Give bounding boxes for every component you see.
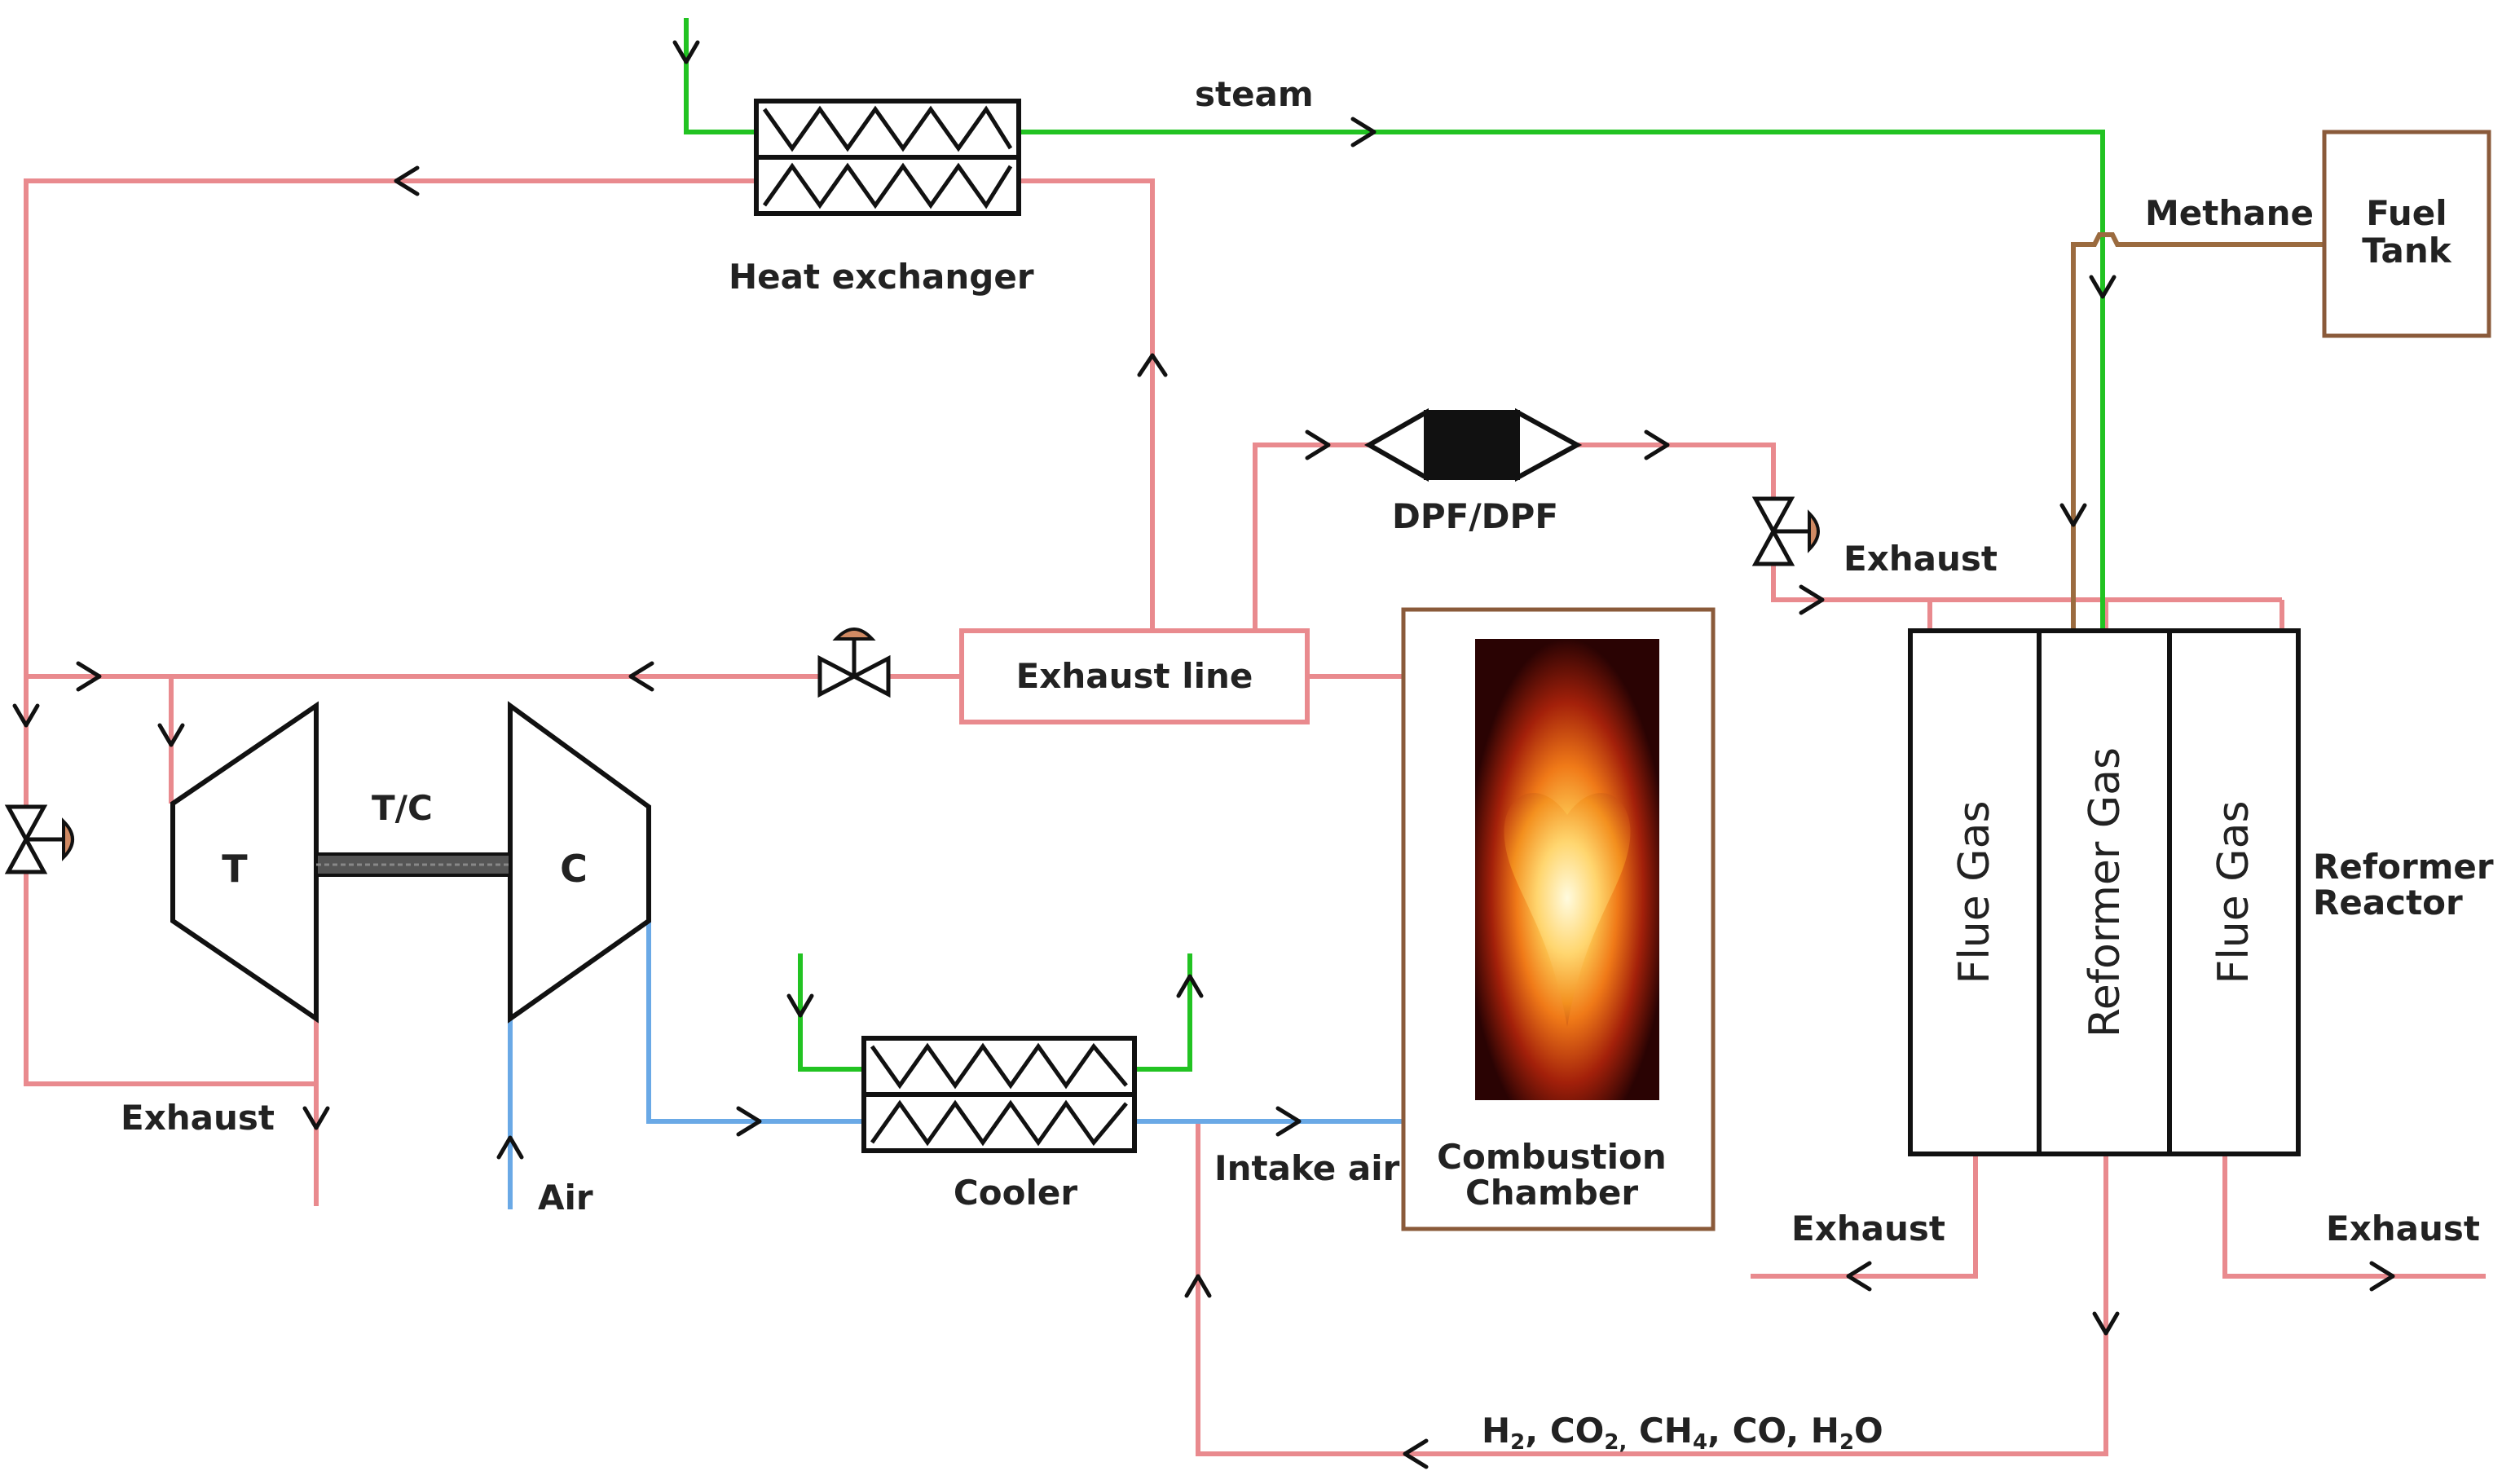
flue-gas-right-label: Flue Gas [2209, 800, 2258, 984]
tc-label: T/C [372, 788, 433, 828]
turbo-shaft [315, 852, 512, 877]
reformer-reactor-label-1: Reformer [2313, 847, 2494, 887]
cooler [861, 1036, 1137, 1153]
intake-air-label: Intake air [1214, 1148, 1400, 1188]
gas-mix-label: H2, CO2, CH4, CO, H2O [1482, 1411, 1883, 1455]
exhaust-line-box [959, 628, 1310, 724]
heat-exchanger [754, 99, 1021, 216]
dpf-label: DPF/DPF [1392, 496, 1558, 536]
heat-exchanger-label: Heat exchanger [729, 257, 1034, 297]
compressor-label: C [560, 847, 588, 891]
cooler-label: Cooler [954, 1173, 1077, 1213]
steam-pipes [684, 18, 2105, 1072]
turbocharger [170, 701, 651, 1024]
exhaust-pipes [24, 178, 2486, 1456]
valve-dpf-outlet[interactable] [1751, 496, 1820, 566]
steam-label: steam [1195, 74, 1314, 114]
methane-pipe [2071, 232, 2324, 631]
reformer-reactor [1908, 628, 2301, 1156]
flame-heart [1504, 793, 1631, 1027]
turbine-label: T [222, 847, 248, 891]
valve-left[interactable] [4, 804, 74, 874]
methane-label: Methane [2145, 193, 2314, 233]
fuel-tank-label-2: Tank [2362, 231, 2451, 271]
exhaust-top-label: Exhaust [1843, 539, 1998, 579]
combustion-label-1: Combustion [1437, 1137, 1667, 1177]
dpf-filter [1363, 407, 1583, 482]
combustion-label-2: Chamber [1465, 1173, 1638, 1213]
combustion-chamber [1401, 607, 1716, 1231]
valve-exhaust-line[interactable] [817, 628, 891, 698]
fuel-tank [2322, 130, 2491, 338]
reformer-reactor-label-2: Reactor [2313, 883, 2463, 923]
compressor [508, 701, 651, 1024]
air-label: Air [538, 1178, 593, 1218]
exhaust-bottom-right-label: Exhaust [2326, 1209, 2480, 1248]
flue-gas-left-label: Flue Gas [1950, 800, 1999, 984]
exhaust-line-label: Exhaust line [1016, 656, 1253, 696]
fuel-tank-label-1: Fuel [2366, 193, 2447, 233]
flow-arrows [12, 40, 2395, 1469]
exhaust-bottom-left-label: Exhaust [1791, 1209, 1945, 1248]
reformer-gas-label: Reformer Gas [2081, 747, 2130, 1037]
exhaust-left-label: Exhaust [121, 1098, 275, 1138]
turbine [170, 701, 319, 1024]
